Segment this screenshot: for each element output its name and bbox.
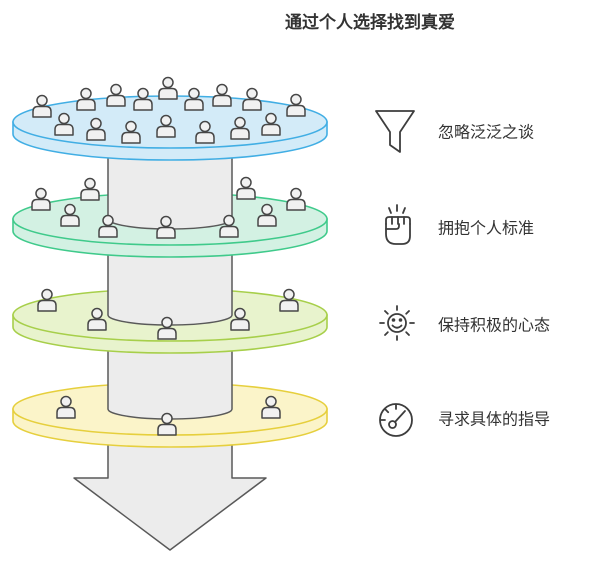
person-icon xyxy=(230,307,250,331)
person-icon xyxy=(54,112,74,136)
people-layer-2 xyxy=(31,176,306,239)
person-icon xyxy=(230,116,250,140)
person-icon xyxy=(156,215,176,239)
person-icon xyxy=(219,214,239,238)
person-icon xyxy=(261,395,281,419)
person-icon xyxy=(261,112,281,136)
person-icon xyxy=(31,187,51,211)
legend-label: 寻求具体的指导 xyxy=(438,410,550,429)
fist-icon xyxy=(385,204,411,245)
person-icon xyxy=(86,117,106,141)
person-icon xyxy=(195,120,215,144)
legend-item-3: 保持积极的心态 xyxy=(379,305,550,341)
person-icon xyxy=(157,316,177,340)
diagram-title: 通过个人选择找到真爱 xyxy=(285,12,455,33)
person-icon xyxy=(121,120,141,144)
smiley-sun-icon xyxy=(379,305,415,341)
person-icon xyxy=(286,187,306,211)
person-icon xyxy=(157,412,177,436)
legend-item-4: 寻求具体的指导 xyxy=(379,403,550,437)
person-icon xyxy=(37,288,57,312)
legend-label: 拥抱个人标准 xyxy=(438,219,534,238)
person-icon xyxy=(236,176,256,200)
people-layer-3 xyxy=(37,288,299,340)
person-icon xyxy=(87,307,107,331)
people-layer-1 xyxy=(32,76,306,144)
person-icon xyxy=(76,87,96,111)
person-icon xyxy=(156,114,176,138)
person-icon xyxy=(257,203,277,227)
person-icon xyxy=(60,203,80,227)
legend-label: 保持积极的心态 xyxy=(438,316,550,335)
person-icon xyxy=(106,83,126,107)
legend-label: 忽略泛泛之谈 xyxy=(438,123,534,142)
person-icon xyxy=(32,94,52,118)
funnel-icon xyxy=(375,110,415,153)
person-icon xyxy=(184,87,204,111)
person-icon xyxy=(56,395,76,419)
person-icon xyxy=(98,214,118,238)
gauge-icon xyxy=(379,403,413,437)
legend-item-2: 拥抱个人标准 xyxy=(385,204,534,245)
person-icon xyxy=(80,177,100,201)
people-layer-4 xyxy=(56,395,281,436)
legend-item-1: 忽略泛泛之谈 xyxy=(375,110,534,153)
person-icon xyxy=(279,288,299,312)
person-icon xyxy=(158,76,178,100)
person-icon xyxy=(242,87,262,111)
person-icon xyxy=(286,93,306,117)
person-icon xyxy=(212,83,232,107)
person-icon xyxy=(133,87,153,111)
